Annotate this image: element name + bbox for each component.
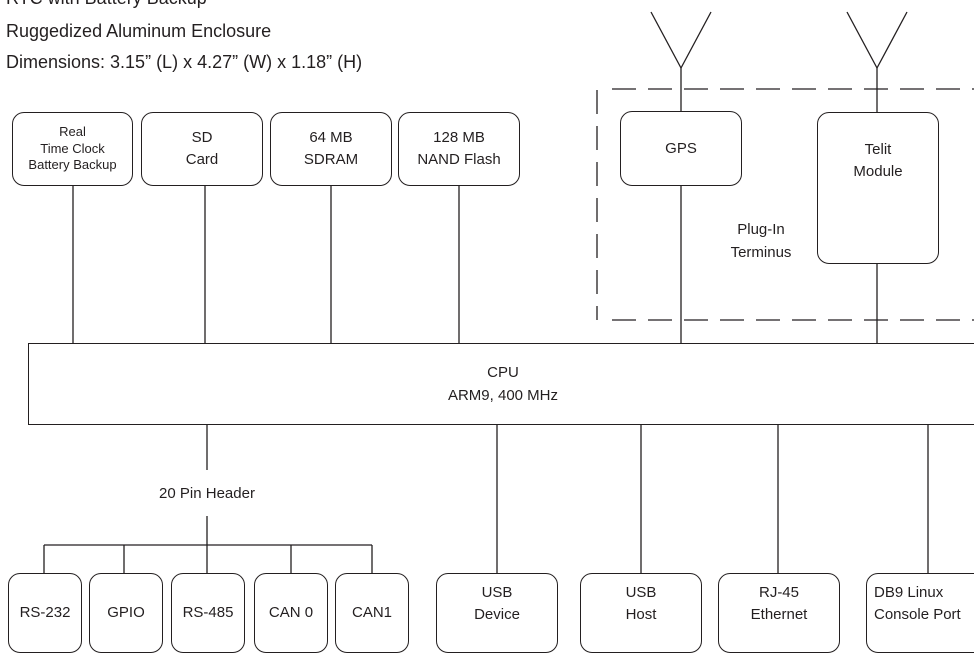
sdram-box: 64 MB SDRAM: [270, 112, 392, 186]
ethernet-label-2: Ethernet: [750, 605, 808, 623]
feature-dimensions: Dimensions: 3.15” (L) x 4.27” (W) x 1.18…: [6, 52, 363, 72]
rs485-box: RS-485: [171, 573, 245, 653]
cpu-box: CPU ARM9, 400 MHz: [28, 343, 974, 425]
gps-box: GPS: [620, 111, 742, 186]
gps-antenna-icon: [650, 11, 712, 111]
rtc-label-1: Real: [59, 123, 86, 139]
usb-device-label-2: Device: [474, 605, 520, 623]
nand-label-2: NAND Flash: [417, 151, 501, 168]
usb-host-label-2: Host: [625, 605, 657, 623]
usb-host-box: USB Host: [580, 573, 702, 653]
sdram-label-2: SDRAM: [303, 151, 359, 168]
rtc-label-3: Battery Backup: [28, 157, 117, 173]
sd-label-1: SD: [191, 129, 213, 147]
nand-flash-box: 128 MB NAND Flash: [398, 112, 520, 186]
can0-box: CAN 0: [254, 573, 328, 653]
rs485-label: RS-485: [182, 604, 234, 622]
ethernet-label-1: RJ-45: [758, 584, 799, 601]
console-port-box: DB9 Linux Console Port: [866, 573, 974, 653]
console-label-2: Console Port: [874, 605, 961, 623]
cpu-label: CPU: [487, 363, 519, 381]
plugin-label-1: Plug-In: [737, 221, 785, 238]
pin-header-label: 20 Pin Header: [159, 485, 255, 502]
can0-label: CAN 0: [268, 604, 314, 622]
gpio-label: GPIO: [107, 604, 145, 622]
gps-label: GPS: [665, 139, 697, 157]
rtc-label-2: Time Clock: [40, 140, 105, 156]
sdram-label-1: 64 MB: [309, 129, 353, 147]
cpu-spec-label: ARM9, 400 MHz: [447, 387, 559, 404]
telit-module-box: Telit Module: [817, 112, 939, 264]
plugin-boundary: [596, 88, 974, 321]
plugin-terminus-label: Plug-In Terminus: [716, 218, 806, 265]
plugin-label-2: Terminus: [730, 244, 792, 262]
feature-enclosure: Ruggedized Aluminum Enclosure: [6, 21, 272, 41]
sd-card-box: SD Card: [141, 112, 263, 186]
feature-rtc: RTC with Battery Backup: [6, 0, 207, 9]
usb-device-label-1: USB: [481, 584, 513, 601]
rs232-label: RS-232: [19, 604, 71, 622]
telit-label-1: Telit: [864, 141, 892, 158]
gpio-box: GPIO: [89, 573, 163, 653]
rs232-box: RS-232: [8, 573, 82, 653]
sd-label-2: Card: [185, 151, 219, 168]
telit-label-2: Module: [853, 162, 903, 180]
usb-device-box: USB Device: [436, 573, 558, 653]
can1-box: CAN1: [335, 573, 409, 653]
can1-label: CAN1: [351, 604, 392, 622]
nand-label-1: 128 MB: [433, 129, 485, 147]
telit-antenna-icon: [846, 11, 908, 112]
rtc-battery-box: Real Time Clock Battery Backup: [12, 112, 133, 186]
usb-host-label-1: USB: [625, 584, 657, 601]
console-label-1: DB9 Linux: [874, 584, 944, 601]
ethernet-box: RJ-45 Ethernet: [718, 573, 840, 653]
